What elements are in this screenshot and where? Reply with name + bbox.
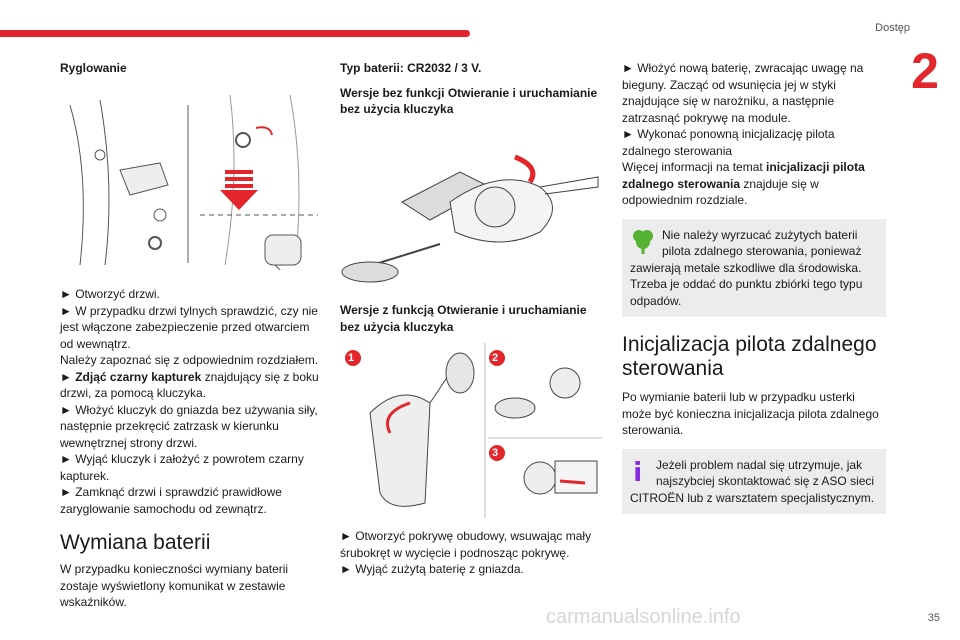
red-arrow-icon (220, 169, 258, 210)
page-number: 35 (927, 612, 940, 624)
chapter-number: 2 (911, 43, 939, 99)
key-battery-illustration (341, 154, 599, 282)
heading-wymiana-baterii: Wymiana baterii (60, 531, 211, 554)
environment-note: Nie należy wyrzucać zużytych baterii pil… (622, 218, 886, 317)
heading-ryglowanie: Ryglowanie (60, 61, 127, 75)
heading-inicjalizacja: Inicjalizacja pilota zdalnego sterowania (622, 333, 877, 380)
watermark: carmanualsonline.info (546, 606, 741, 628)
column-1: Ryglowanie ► Otworzyć drzwi. ► W przypad… (60, 60, 325, 611)
door-lock-illustration (69, 94, 318, 280)
callout-3: 3 (492, 447, 499, 459)
section-title: Dostęp (875, 22, 910, 34)
callout-2: 2 (492, 352, 499, 364)
column-3: ► Włożyć nową baterię, zwracając uwagę n… (622, 60, 886, 524)
callout-1: 1 (348, 352, 355, 364)
column-2: Typ baterii: CR2032 / 3 V. Wersje bez fu… (340, 60, 602, 578)
header-accent-bar (0, 30, 470, 37)
tree-icon (633, 229, 653, 254)
info-note: Jeżeli problem nadal się utrzymuje, jak … (622, 448, 886, 514)
key-illustration-steps: 1 2 3 (340, 343, 602, 518)
info-icon (635, 460, 640, 481)
